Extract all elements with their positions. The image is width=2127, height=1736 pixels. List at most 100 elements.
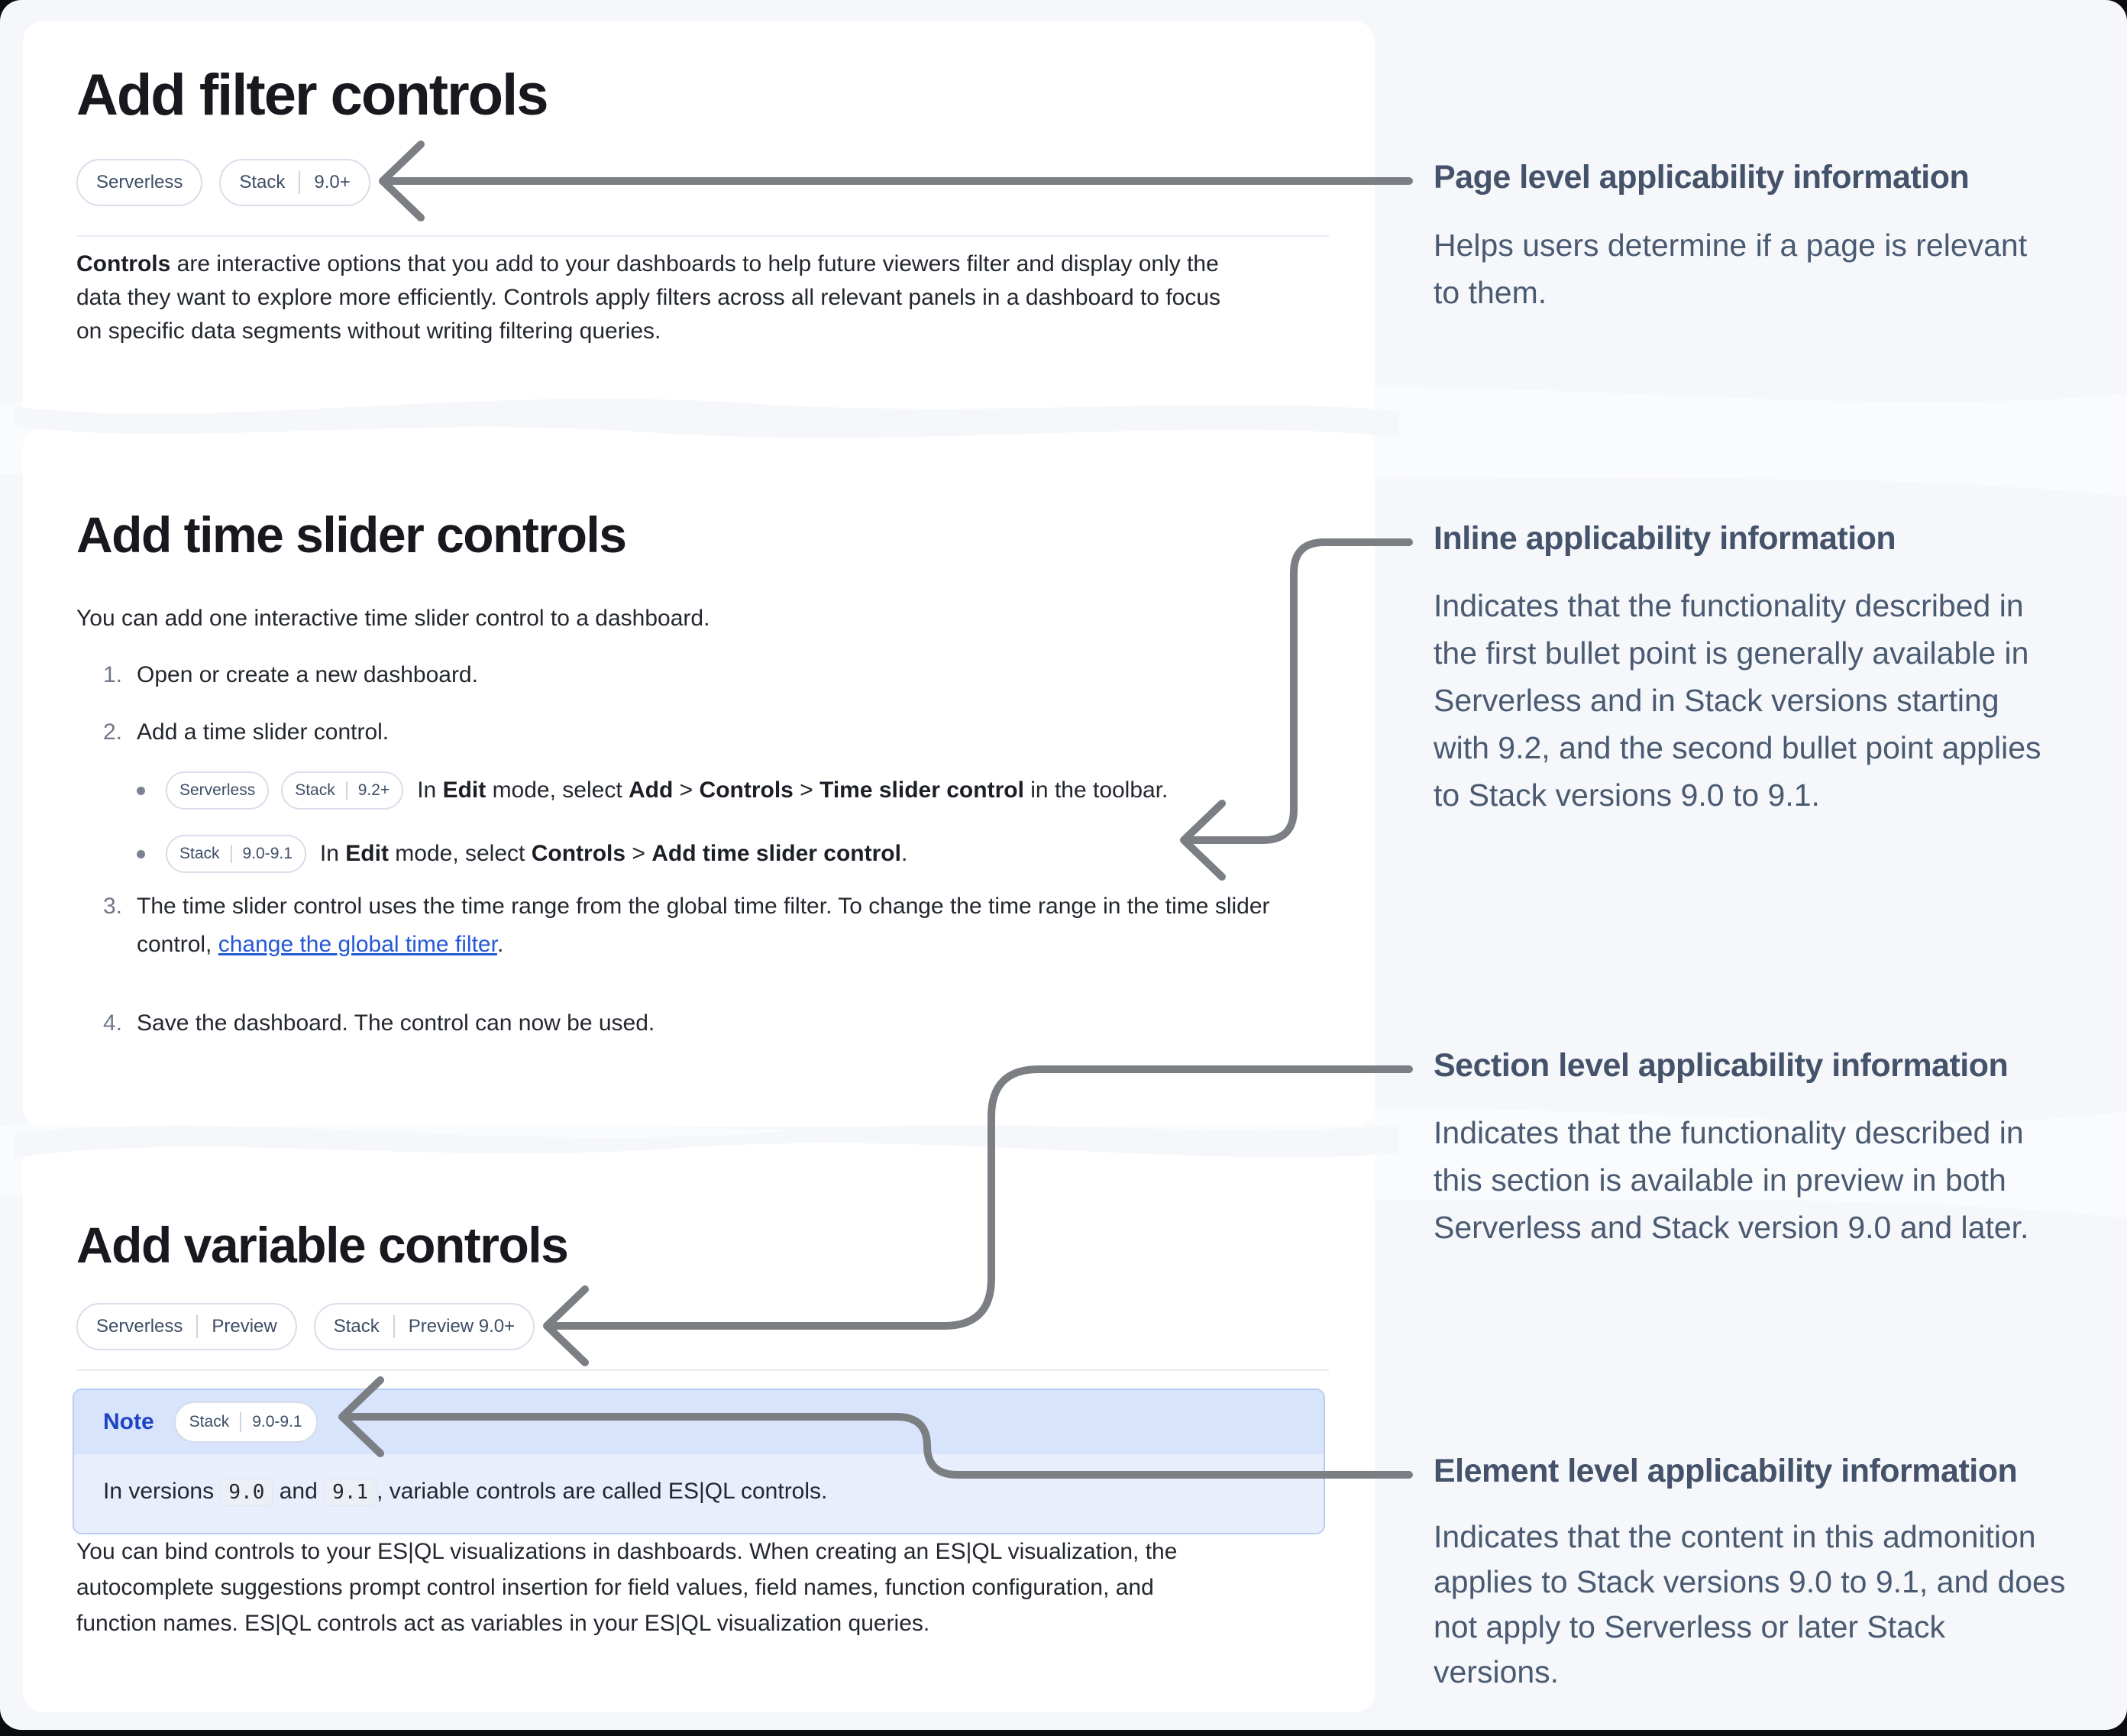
badge-divider [299, 171, 301, 194]
annotation-body: Helps users determine if a page is relev… [1434, 228, 2028, 310]
text-segment: . [496, 932, 504, 957]
annotation-inline-level: Inline applicability information [1434, 518, 2106, 559]
section-title: Add variable controls [76, 1217, 569, 1273]
note-label: Note [103, 1409, 154, 1434]
bold-text: Edit [345, 841, 389, 866]
badge-part-label: Serverless [96, 172, 183, 192]
text-segment: In [417, 777, 443, 803]
badge-divider [240, 1412, 242, 1432]
applicability-badge[interactable]: Serverless [76, 159, 203, 206]
annotation-element-level: Element level applicability information [1434, 1450, 2106, 1492]
badge-divider [393, 1315, 395, 1338]
bold-text: Controls [76, 251, 171, 276]
bold-text: Edit [442, 777, 486, 803]
bold-text: Controls [531, 841, 626, 866]
applicability-badge[interactable]: Serverless Preview [76, 1303, 297, 1350]
step-text: Save the dashboard. The control can now … [137, 1007, 655, 1040]
bullet-dot [137, 849, 145, 858]
bullet-item: Serverless Stack 9.2+ In Edit mode, select… [137, 771, 1168, 810]
divider [76, 1369, 1329, 1371]
text-segment: are interactive options that you add to … [76, 251, 1221, 344]
applicability-badge[interactable]: Stack 9.0-9.1 [173, 1401, 318, 1443]
section-lead: You can add one interactive time slider … [76, 606, 710, 631]
section-add-time-slider-controls: Add time slider controls You can add one… [23, 428, 1375, 1127]
step-number: 3. [102, 894, 122, 919]
note-applicability-badge: Stack 9.0-9.1 [173, 1401, 318, 1443]
note-body: In versions 9.0 and 9.1, variable contro… [74, 1454, 1324, 1533]
page-title: Add filter controls [76, 63, 548, 128]
applicability-badge[interactable]: Stack 9.0+ [219, 159, 370, 206]
annotation-body: Indicates that the content in this admon… [1434, 1519, 2066, 1689]
badge-part-label: Serverless [96, 1316, 183, 1337]
applicability-badge[interactable]: Stack 9.2+ [281, 771, 404, 810]
bold-text: Time slider control [819, 777, 1024, 803]
text-segment: In versions [103, 1479, 221, 1504]
inline-applicability-badges: Serverless Stack 9.2+ [166, 771, 404, 810]
step-number: 2. [102, 719, 122, 745]
text-segment: mode, select [388, 841, 532, 866]
text-segment: mode, select [486, 777, 629, 803]
step-number: 4. [102, 1010, 122, 1036]
text-segment: > [673, 777, 700, 803]
annotation-title: Section level applicability information [1434, 1047, 2009, 1084]
annotation-section-level: Section level applicability information [1434, 1045, 2106, 1086]
note-admonition: Note Stack 9.0-9.1 In versions 9.0 and 9.… [73, 1388, 1325, 1534]
badge-divider [196, 1315, 199, 1338]
badge-divider [345, 781, 347, 800]
applicability-badge[interactable]: Stack Preview 9.0+ [313, 1303, 535, 1350]
badge-part-label: Preview 9.0+ [408, 1316, 516, 1337]
annotation-title: Element level applicability information [1434, 1453, 2018, 1489]
annotation-title: Inline applicability information [1434, 520, 1896, 557]
applicability-badge[interactable]: Serverless [166, 771, 270, 810]
text-segment: In [319, 841, 346, 866]
step-text: Open or create a new dashboard. [137, 658, 478, 692]
bullet-dot [137, 786, 145, 795]
badge-part-label: Stack [189, 1413, 230, 1431]
badge-part-label: 9.0+ [314, 172, 351, 192]
text-segment: . [900, 841, 908, 866]
step-text: The time slider control uses the time ra… [137, 887, 1374, 964]
badge-part-label: Stack [295, 781, 335, 799]
text-segment: Add a time slider control. [137, 719, 390, 745]
bold-text: Controls [699, 777, 794, 803]
section-title: Add time slider controls [76, 506, 627, 563]
badge-part-label: Preview [212, 1316, 277, 1337]
annotation-body: Indicates that the functionality describ… [1434, 588, 2041, 813]
bold-text: Add [629, 777, 674, 803]
intro-paragraph: Controls are interactive options that yo… [76, 247, 1375, 348]
badge-part-label: Stack [179, 845, 220, 862]
badge-part-label: 9.2+ [357, 781, 390, 799]
badge-part-label: Serverless [179, 781, 256, 799]
text-segment: and [273, 1479, 325, 1504]
page-applicability-badges: Serverless Stack 9.0+ [76, 159, 370, 206]
text-segment: Open or create a new dashboard. [137, 662, 478, 687]
inline-link[interactable]: change the global time filter [218, 932, 497, 957]
badge-part-label: Stack [239, 172, 286, 192]
text-segment: > [793, 777, 820, 803]
section-paragraph: You can bind controls to your ES|QL visu… [76, 1539, 1178, 1636]
badge-part-label: 9.0-9.1 [242, 845, 293, 862]
badge-part-label: Stack [333, 1316, 380, 1337]
text-segment: > [625, 841, 652, 866]
badge-part-label: 9.0-9.1 [252, 1413, 302, 1431]
annotation-page-level: Page level applicability information [1434, 157, 2106, 198]
step-number: 1. [102, 662, 122, 687]
step-text: Add a time slider control. [137, 716, 389, 749]
annotation-body: Indicates that the functionality describ… [1434, 1115, 2029, 1245]
section-applicability-badges: Serverless Preview Stack Preview 9.0+ [76, 1303, 535, 1350]
text-segment: in the toolbar. [1023, 777, 1169, 803]
applicability-badge[interactable]: Stack 9.0-9.1 [166, 835, 306, 873]
inline-code: 9.0 [220, 1479, 273, 1506]
bullet-text: In Edit mode, select Controls > Add time… [320, 841, 907, 867]
badge-divider [230, 845, 232, 863]
bullet-text: In Edit mode, select Add > Controls > Ti… [417, 777, 1168, 803]
bullet-item: Stack 9.0-9.1 In Edit mode, select Contro… [137, 835, 907, 873]
inline-code: 9.1 [324, 1479, 377, 1506]
annotation-title: Page level applicability information [1434, 159, 1970, 196]
text-segment: , variable controls are called ES|QL con… [377, 1479, 828, 1504]
note-header: Note Stack 9.0-9.1 [74, 1390, 1324, 1454]
